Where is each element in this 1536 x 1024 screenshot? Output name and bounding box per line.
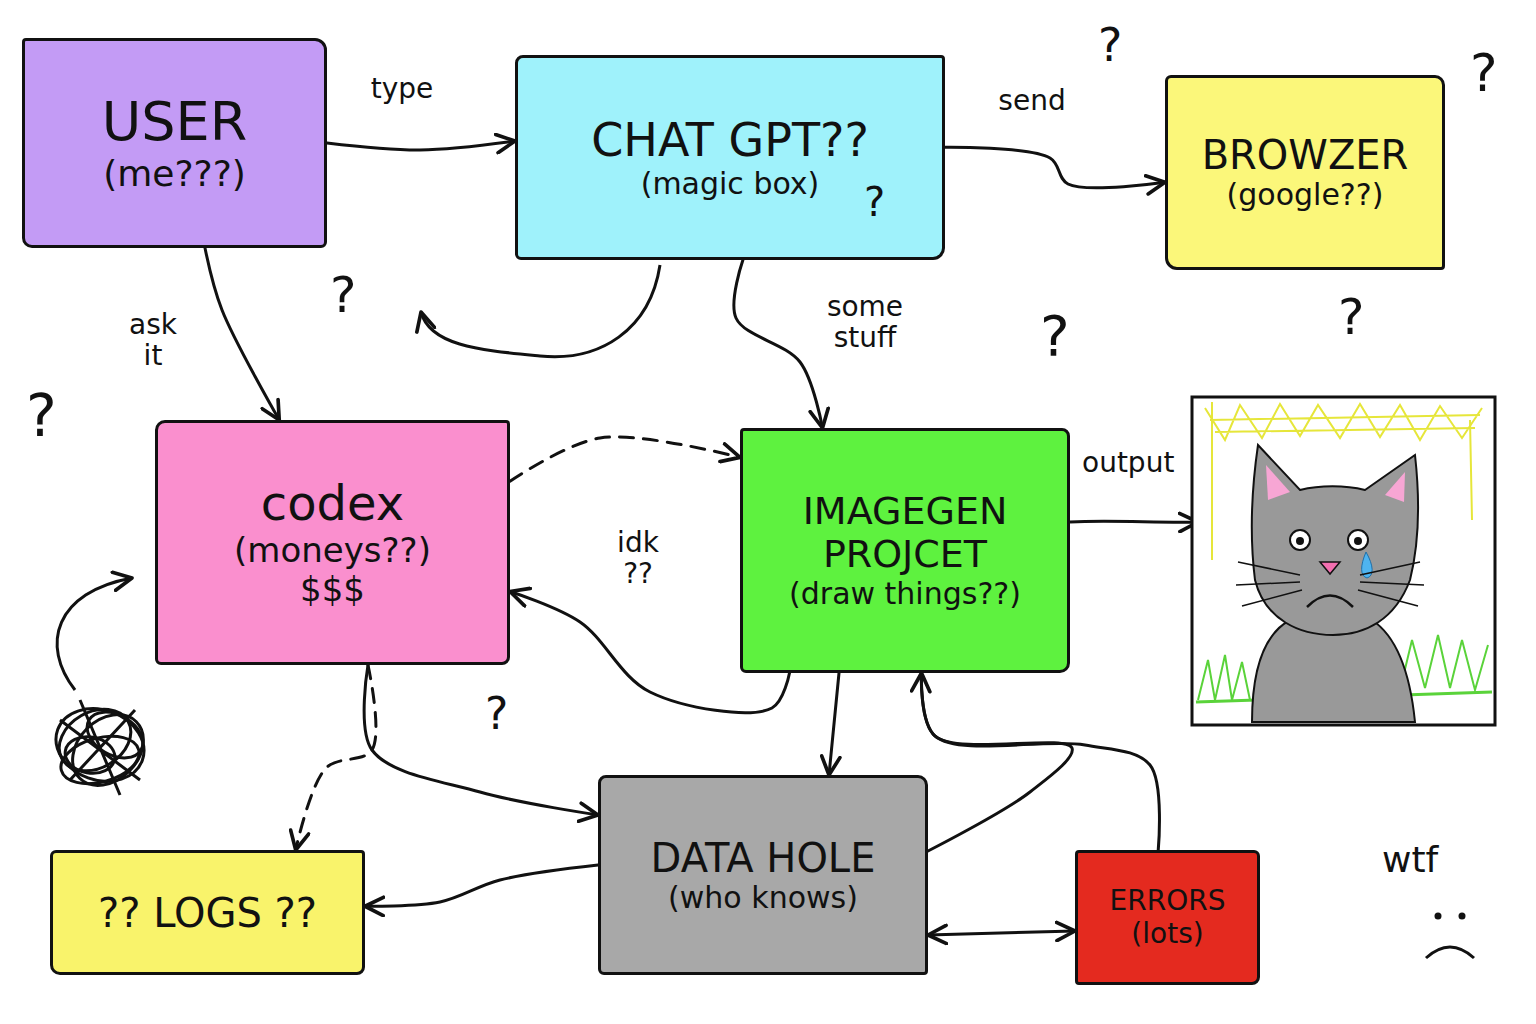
edge-label: ask it — [118, 310, 188, 372]
process-box: USER(me???) — [22, 38, 327, 248]
frowny-face — [1426, 913, 1474, 959]
node-title: ERRORS — [1110, 885, 1226, 917]
cat-picture — [1192, 397, 1495, 725]
node-title: codex — [261, 476, 404, 531]
node-subtitle: (who knows) — [668, 881, 858, 916]
connector-arrow — [921, 673, 1159, 850]
node-title: ?? LOGS ?? — [98, 890, 317, 936]
squiggle-arrow — [421, 265, 660, 357]
node-subtitle: (lots) — [1131, 918, 1203, 950]
output-arrow — [1070, 520, 1198, 524]
edge-label: some stuff — [800, 292, 930, 354]
face-mouth — [1426, 947, 1474, 958]
node-title: IMAGEGEN PROJCET — [753, 490, 1057, 577]
process-box: CHAT GPT??(magic box) — [515, 55, 945, 260]
scribble-arrow — [57, 578, 132, 690]
node-subtitle: (draw things??) — [789, 577, 1021, 612]
cat-nose — [1320, 562, 1340, 574]
cat-whiskers — [1236, 562, 1424, 606]
scribble-loop — [56, 728, 145, 791]
cat-ear — [1266, 465, 1290, 500]
process-box: BROWZER(google??) — [1165, 75, 1445, 270]
node-title: BROWZER — [1202, 132, 1409, 178]
process-box: codex(moneys??)$$$ — [155, 420, 510, 665]
yellow-scribble — [1205, 404, 1482, 440]
face-eye — [1435, 913, 1442, 920]
edge-label: type — [352, 74, 452, 105]
connector-arrow — [945, 147, 1165, 188]
connector-arrow — [510, 437, 740, 481]
edge-label: idk ?? — [598, 528, 678, 590]
connector-arrow — [296, 665, 376, 850]
scribble-stroke — [60, 700, 140, 795]
scribble — [46, 697, 158, 800]
node-subtitle: (me???) — [103, 153, 246, 194]
note-label: output — [1082, 448, 1174, 479]
picture-frame — [1192, 397, 1495, 725]
note-label: ? — [1338, 290, 1365, 345]
note-label: ? — [864, 180, 885, 224]
face-eye — [1459, 913, 1466, 920]
process-box: IMAGEGEN PROJCET(draw things??) — [740, 428, 1070, 673]
cat-ear — [1385, 472, 1405, 502]
connector-arrow — [364, 665, 598, 815]
note-label: ? — [330, 268, 357, 323]
node-title: CHAT GPT?? — [591, 114, 869, 167]
node-subtitle: (moneys??) — [234, 531, 431, 570]
process-box: ?? LOGS ?? — [50, 850, 365, 975]
connector-arrow — [921, 673, 1072, 851]
connector-arrow — [205, 248, 279, 420]
cat-head — [1252, 445, 1419, 635]
process-box: DATA HOLE(who knows) — [598, 775, 928, 975]
connector-arrow — [365, 865, 598, 906]
note-label: ? — [1098, 20, 1122, 71]
note-label: ? — [1040, 305, 1070, 367]
connector-arrow — [734, 260, 823, 428]
cat-eye — [1348, 530, 1368, 550]
cat-pupil — [1296, 537, 1304, 545]
node-subtitle: $$$ — [300, 570, 365, 609]
cat-mouth — [1307, 596, 1353, 608]
cat-eye — [1290, 530, 1310, 550]
note-label: ? — [26, 385, 57, 449]
edge-label: send — [982, 86, 1082, 117]
cat-pupil — [1354, 537, 1362, 545]
note-label: ? — [485, 690, 508, 738]
note-label: ? — [1470, 45, 1498, 102]
node-title: USER — [102, 91, 247, 153]
connector-arrow — [928, 931, 1075, 935]
node-subtitle: (google??) — [1227, 178, 1384, 213]
note-label: wtf — [1382, 840, 1438, 880]
node-subtitle: (magic box) — [641, 167, 820, 202]
process-box: ERRORS(lots) — [1075, 850, 1260, 985]
connector-arrow — [327, 141, 515, 150]
connector-arrow — [829, 673, 839, 775]
node-title: DATA HOLE — [651, 835, 876, 881]
